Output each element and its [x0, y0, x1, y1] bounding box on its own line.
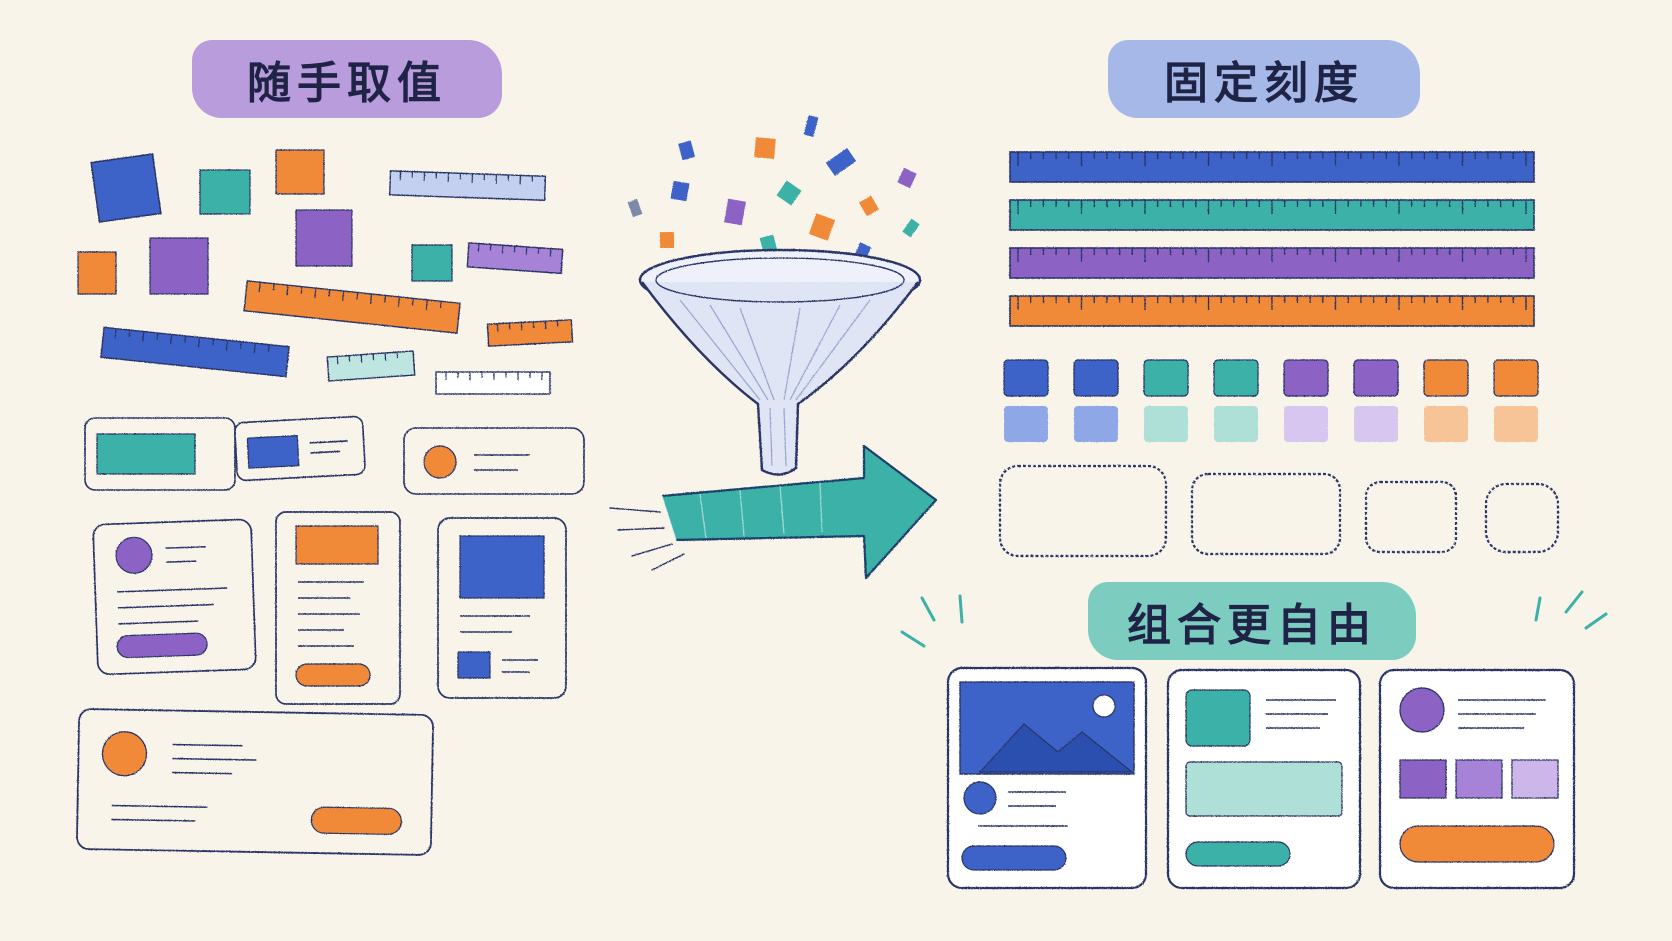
fixed-palette-group	[1003, 359, 1539, 442]
fixed-ruler-blue	[1009, 151, 1535, 183]
fixed-frame-square	[1484, 482, 1560, 554]
title-right-top-brush	[1108, 40, 1420, 118]
palette-swatch-light-teal	[1214, 406, 1258, 442]
palette-swatch-light-purple	[1284, 406, 1328, 442]
fixed-frame-group	[998, 464, 1560, 558]
title-right-bottom-brush	[1088, 582, 1416, 660]
scatter-card-blue	[437, 517, 567, 699]
fixed-ruler-purple	[1009, 247, 1535, 279]
fixed-ruler-group	[1009, 151, 1535, 327]
sparkle-lines-icon	[900, 590, 1608, 648]
scatter-widget-blue-chip	[234, 415, 366, 482]
scatter-square-purple-2	[149, 237, 209, 295]
palette-swatch-strong-orange	[1423, 359, 1469, 397]
composed-card-image	[946, 666, 1148, 890]
scatter-square-blue	[90, 153, 162, 223]
title-right-bottom-text: 组合更自由	[1127, 600, 1377, 651]
title-left-brush	[192, 40, 502, 118]
palette-swatch-light-blue	[1074, 406, 1118, 442]
scatter-ruler-light-blue	[388, 170, 547, 201]
palette-swatch-strong-orange	[1493, 359, 1539, 397]
title-left: 随手取值	[192, 40, 502, 118]
scatter-card-purple	[92, 518, 257, 676]
composed-card-teal	[1166, 668, 1362, 890]
scatter-ruler-orange-small	[486, 319, 574, 347]
scatter-square-teal-2	[411, 244, 453, 282]
palette-swatch-light-purple	[1354, 406, 1398, 442]
scatter-square-orange-2	[77, 251, 117, 295]
scatter-ruler-blue	[100, 326, 290, 378]
palette-swatch-strong-purple	[1353, 359, 1399, 397]
palette-swatch-strong-teal	[1143, 359, 1189, 397]
scatter-card-orange	[275, 511, 401, 705]
title-left-text: 随手取值	[247, 58, 447, 109]
palette-swatch-strong-blue	[1073, 359, 1119, 397]
composed-card-purple	[1378, 668, 1576, 890]
palette-swatch-strong-purple	[1283, 359, 1329, 397]
scatter-ruler-teal-light	[326, 350, 416, 382]
scatter-square-orange	[275, 149, 325, 195]
fixed-ruler-orange	[1009, 295, 1535, 327]
fixed-frame-large	[998, 464, 1168, 558]
arrow-right-icon	[609, 444, 938, 580]
fixed-ruler-teal	[1009, 199, 1535, 231]
left-scatter-group	[76, 149, 585, 856]
fixed-frame-small	[1364, 480, 1458, 554]
palette-swatch-light-orange	[1494, 406, 1538, 442]
scatter-ruler-purple	[466, 242, 564, 275]
fixed-frame-medium	[1190, 472, 1342, 556]
palette-swatch-light-blue	[1004, 406, 1048, 442]
scatter-card-wide	[76, 708, 434, 856]
scatter-widget-orange-dot	[403, 427, 585, 495]
palette-swatch-strong-blue	[1003, 359, 1049, 397]
title-right-top: 固定刻度	[1108, 40, 1420, 118]
funnel-icon	[638, 248, 922, 476]
title-right-bottom: 组合更自由	[1088, 582, 1416, 660]
scatter-ruler-orange	[243, 280, 461, 334]
scatter-widget-teal-bar	[84, 417, 236, 491]
palette-swatch-strong-teal	[1213, 359, 1259, 397]
palette-swatch-light-orange	[1424, 406, 1468, 442]
scatter-square-purple	[295, 209, 353, 267]
palette-swatch-light-teal	[1144, 406, 1188, 442]
scatter-square-teal	[199, 169, 251, 215]
scatter-ruler-white	[435, 371, 551, 395]
title-right-top-text: 固定刻度	[1164, 58, 1364, 109]
